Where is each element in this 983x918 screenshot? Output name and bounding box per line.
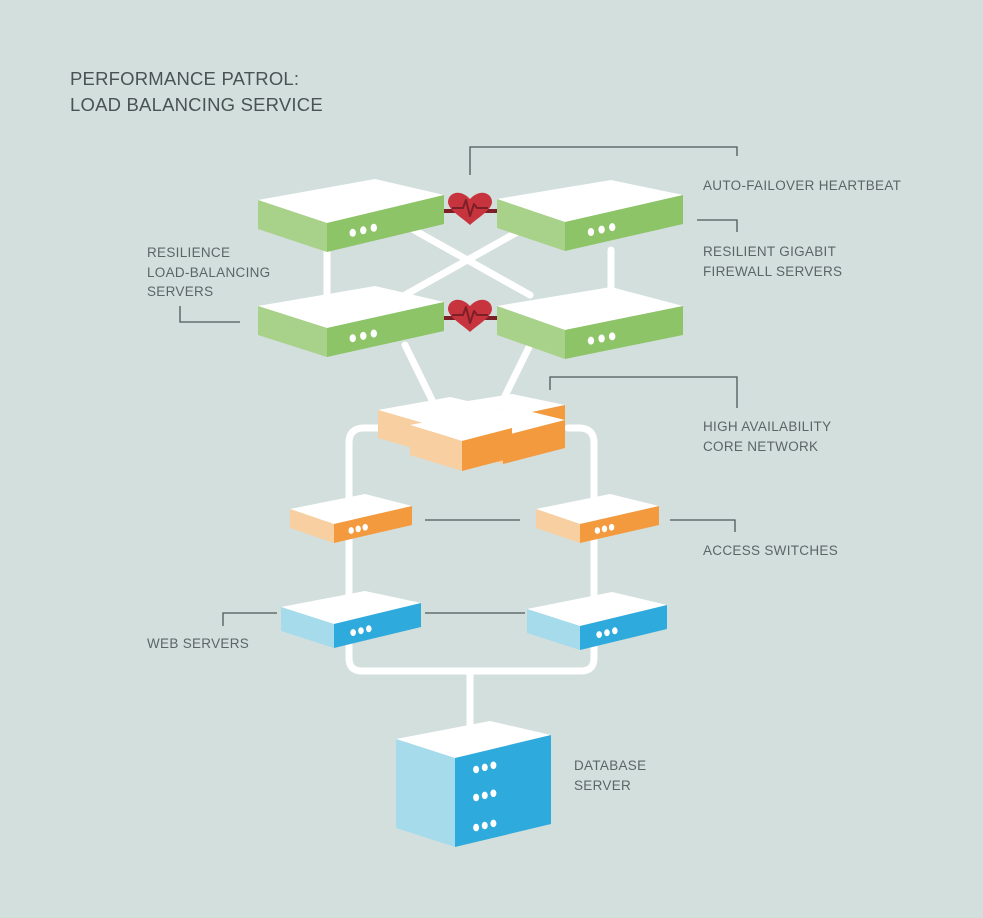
label-firewall-servers: RESILIENT GIGABIT FIREWALL SERVERS: [703, 244, 843, 279]
status-lights: [596, 627, 618, 639]
access-switch-left: [290, 494, 412, 543]
status-light: [609, 332, 616, 341]
status-light: [601, 525, 608, 533]
status-light: [358, 627, 364, 635]
status-light: [481, 791, 488, 800]
heart-icon: [448, 299, 492, 332]
label-web-servers: WEB SERVERS: [147, 636, 250, 651]
status-lights: [587, 332, 616, 345]
status-light: [355, 525, 361, 533]
label-database-server: DATABASE SERVER: [574, 758, 647, 793]
status-light: [473, 765, 480, 774]
label-access-switches: ACCESS SWITCHES: [703, 543, 839, 558]
connectors: [323, 221, 615, 736]
connector-lb-right-to-core: [499, 341, 534, 404]
status-light: [609, 223, 616, 232]
status-lights: [473, 789, 497, 802]
firewall-server-left: [258, 179, 444, 252]
status-lights: [348, 523, 368, 534]
server-group: [258, 179, 683, 847]
web-server-left: [281, 591, 421, 648]
status-light: [360, 331, 367, 340]
core-network-block-front: [410, 415, 512, 471]
status-light: [481, 763, 488, 772]
status-light: [598, 225, 605, 234]
label-heartbeat: AUTO-FAILOVER HEARTBEAT: [703, 178, 902, 193]
status-light: [349, 228, 356, 237]
leader-core-network: [549, 376, 738, 408]
heartbeat-group: [444, 192, 497, 332]
status-light: [350, 629, 356, 637]
leader-heartbeat: [469, 146, 738, 175]
status-light: [362, 523, 368, 531]
status-light: [608, 523, 615, 531]
leader-load-balancing: [179, 306, 240, 323]
status-light: [490, 789, 497, 798]
status-light: [473, 823, 480, 832]
firewall-server-right: [497, 180, 683, 251]
status-light: [366, 625, 372, 633]
status-lights: [349, 223, 377, 237]
load-balancer-left: [258, 286, 444, 357]
status-light: [370, 223, 377, 232]
status-light: [598, 334, 605, 343]
status-light: [349, 334, 356, 343]
heart-icon: [448, 192, 492, 225]
status-light: [348, 527, 354, 534]
label-core-network: HIGH AVAILABILITY CORE NETWORK: [703, 419, 832, 454]
connector-lb-left-to-core: [401, 341, 436, 404]
page-subtitle: LOAD BALANCING SERVICE: [70, 94, 323, 115]
status-light: [612, 627, 618, 635]
status-light: [360, 226, 367, 235]
access-switch-right: [536, 494, 659, 543]
label-load-balancing-servers: RESILIENCE LOAD-BALANCING SERVERS: [147, 245, 271, 299]
page-title: PERFORMANCE PATROL:: [70, 68, 300, 89]
status-light: [490, 819, 497, 828]
leader-lines: [179, 146, 738, 626]
status-light: [596, 631, 602, 639]
leader-firewall: [697, 219, 738, 232]
status-light: [587, 228, 595, 237]
status-light: [473, 793, 480, 802]
connector-cross-b: [401, 221, 534, 299]
status-lights: [349, 329, 377, 343]
status-lights: [587, 223, 616, 237]
web-server-right: [527, 592, 667, 650]
status-lights: [594, 523, 615, 534]
status-lights: [473, 819, 497, 832]
status-lights: [350, 625, 372, 637]
status-light: [604, 629, 610, 637]
leader-web-servers: [222, 612, 277, 626]
status-light: [490, 761, 497, 770]
status-light: [594, 527, 601, 534]
status-light: [587, 336, 595, 345]
leader-access-switches: [670, 519, 736, 532]
status-lights: [473, 761, 497, 774]
load-balancer-right: [497, 287, 683, 359]
status-light: [370, 329, 377, 338]
database-server-top: [396, 721, 551, 788]
status-light: [481, 821, 488, 830]
